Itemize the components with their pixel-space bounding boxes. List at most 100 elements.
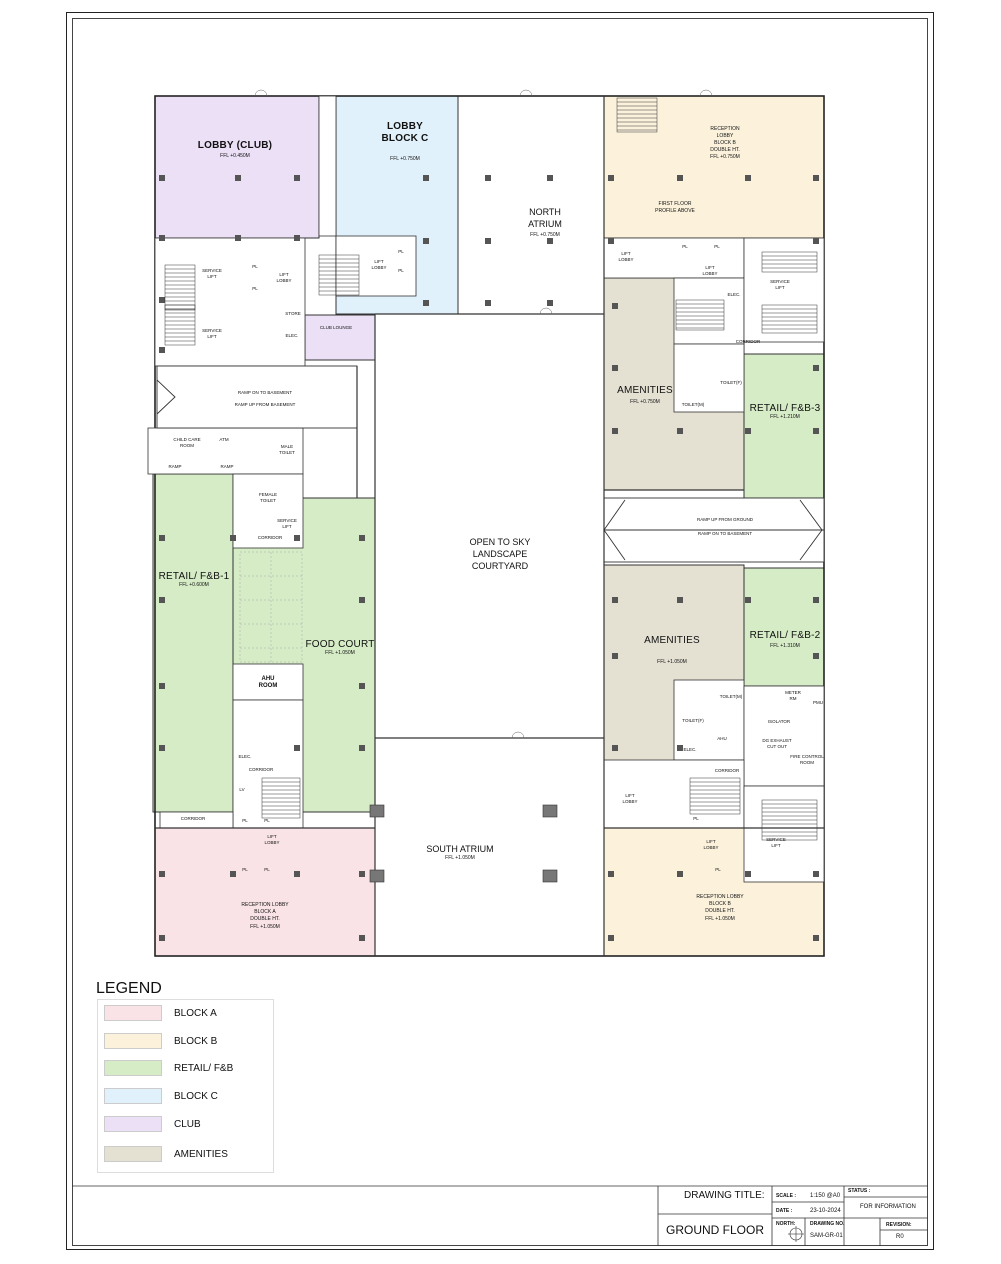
structural-column bbox=[159, 683, 165, 689]
ffl-amenities-bottom: FFL +1.050M bbox=[657, 659, 687, 665]
label-reception-b-top-4: DOUBLE HT. bbox=[710, 147, 740, 153]
legend-label-retail: RETAIL/ F&B bbox=[174, 1062, 234, 1074]
legend-label-club: CLUB bbox=[174, 1118, 201, 1130]
label-lobby-club: LOBBY (CLUB) bbox=[197, 140, 273, 151]
legend-item-amenities: AMENITIES bbox=[104, 1146, 228, 1162]
label-service-lift-5a: SERVICE bbox=[766, 837, 786, 842]
status-value: FOR INFORMATION bbox=[860, 1204, 916, 1210]
structural-column bbox=[677, 175, 683, 181]
label-amenities-top: AMENITIES bbox=[617, 385, 673, 396]
legend-title: LEGEND bbox=[96, 980, 162, 997]
label-lift-lobby-c-1: LIFT bbox=[706, 839, 716, 844]
label-service-lift-1b: LIFT bbox=[207, 274, 217, 279]
label-retail-fb1: RETAIL/ F&B-1 bbox=[158, 571, 230, 582]
structural-column bbox=[294, 235, 300, 241]
structural-column bbox=[235, 235, 241, 241]
label-amenities-bottom: AMENITIES bbox=[644, 635, 700, 646]
label-pl-7: PL bbox=[693, 816, 699, 821]
stair bbox=[761, 304, 818, 334]
structural-column bbox=[159, 597, 165, 603]
label-ahu-room-1: AHU bbox=[261, 676, 275, 682]
legend-label-block-c: BLOCK C bbox=[174, 1090, 218, 1102]
structural-column bbox=[423, 300, 429, 306]
label-male-toilet-1: MALE bbox=[280, 444, 294, 449]
label-toilet-f-1: TOILET(F) bbox=[720, 380, 742, 385]
label-toilet-m-1: TOILET(M) bbox=[681, 402, 705, 407]
label-service-lift-2b: LIFT bbox=[207, 334, 217, 339]
structural-column bbox=[813, 428, 819, 434]
structural-column bbox=[612, 428, 618, 434]
label-first-floor-1: FIRST FLOOR bbox=[658, 201, 692, 207]
structural-column bbox=[677, 871, 683, 877]
label-pl-11: PL bbox=[252, 264, 258, 269]
label-service-lift-1a: SERVICE bbox=[202, 268, 222, 273]
revision-value: R0 bbox=[896, 1234, 904, 1240]
drawing-no: SAM-GR-01 bbox=[810, 1233, 843, 1239]
legend-swatch-block-c bbox=[104, 1088, 162, 1104]
label-retail-fb2: RETAIL/ F&B-2 bbox=[749, 630, 821, 641]
legend-swatch-block-b bbox=[104, 1033, 162, 1049]
label-reception-b-bottom-2: BLOCK B bbox=[709, 901, 731, 907]
ffl-south-atrium: FFL +1.050M bbox=[445, 855, 475, 861]
stair bbox=[761, 251, 818, 273]
label-toilet-m-2: TOILET(M) bbox=[719, 694, 743, 699]
label-reception-b-bottom-3: DOUBLE HT. bbox=[705, 908, 735, 914]
structural-column bbox=[159, 297, 165, 303]
structural-column bbox=[485, 175, 491, 181]
label-lift-lobby-e-2: LOBBY bbox=[618, 257, 634, 262]
label-dg-exhaust-1: DG EXHAUST bbox=[762, 738, 792, 743]
label-ramp-to-basement-top: RAMP ON TO BASEMENT bbox=[237, 390, 293, 395]
legend-label-amenities: AMENITIES bbox=[174, 1148, 228, 1160]
legend-swatch-retail bbox=[104, 1060, 162, 1076]
drawing-no-label: DRAWING NO. bbox=[810, 1221, 845, 1227]
label-pl-2: PL bbox=[264, 818, 270, 823]
ffl-north-atrium: FFL +0.750M bbox=[530, 232, 560, 238]
label-lift-lobby-b-2: LOBBY bbox=[702, 271, 718, 276]
ffl-retail-fb3: FFL +1.210M bbox=[770, 414, 800, 420]
structural-column bbox=[359, 535, 365, 541]
label-lift-lobby-b-1: LIFT bbox=[705, 265, 715, 270]
structural-column bbox=[159, 235, 165, 241]
ffl-lobby-club: FFL +0.450M bbox=[220, 153, 250, 159]
label-isolator: ISOLATOR bbox=[767, 719, 791, 724]
zone-retail-fb2 bbox=[743, 567, 825, 687]
label-lobby-c-2: BLOCK C bbox=[381, 133, 429, 144]
label-service-lift-4a: SERVICE bbox=[277, 518, 297, 523]
label-corridor-1: CORRIDOR bbox=[257, 535, 283, 540]
label-pl-10: PL bbox=[398, 268, 404, 273]
label-ramp-1: RAMP bbox=[168, 464, 182, 469]
structural-column bbox=[813, 935, 819, 941]
label-male-toilet-2: TOILET bbox=[279, 450, 295, 455]
zone-reception-a bbox=[154, 827, 376, 957]
label-lobby-c-1: LOBBY bbox=[387, 121, 423, 132]
structural-column bbox=[608, 935, 614, 941]
label-ahu: AHU bbox=[717, 736, 727, 741]
structural-column bbox=[608, 871, 614, 877]
label-corridor-5: CORRIDOR bbox=[714, 768, 740, 773]
structural-column bbox=[359, 871, 365, 877]
label-first-floor-2: PROFILE ABOVE bbox=[655, 208, 695, 214]
label-lv: LV bbox=[239, 787, 245, 792]
label-service-lift-3b: LIFT bbox=[775, 285, 785, 290]
structural-column bbox=[745, 871, 751, 877]
label-courtyard-1: OPEN TO SKY bbox=[469, 537, 531, 547]
label-retail-fb3: RETAIL/ F&B-3 bbox=[749, 403, 821, 414]
label-corridor-2: CORRIDOR bbox=[180, 816, 206, 821]
label-reception-a-2: BLOCK A bbox=[254, 909, 276, 915]
structural-column bbox=[359, 597, 365, 603]
zone-retail-fb1 bbox=[152, 473, 234, 813]
structural-column bbox=[423, 238, 429, 244]
label-courtyard-3: COURTYARD bbox=[471, 561, 529, 571]
ffl-reception-b-bottom: FFL +1.050M bbox=[705, 916, 735, 922]
legend-item-club: CLUB bbox=[104, 1116, 201, 1132]
stair bbox=[689, 777, 741, 815]
label-meter-rm-2: RM bbox=[789, 696, 797, 701]
structural-column bbox=[485, 300, 491, 306]
stair bbox=[164, 264, 196, 311]
structural-column bbox=[294, 535, 300, 541]
label-lift-lobby-d-2: LOBBY bbox=[276, 278, 292, 283]
revision-label: REVISION: bbox=[886, 1222, 912, 1228]
label-ramp-to-basement-right: RAMP ON TO BASEMENT bbox=[697, 531, 753, 536]
label-female-toilet-2: TOILET bbox=[260, 498, 276, 503]
